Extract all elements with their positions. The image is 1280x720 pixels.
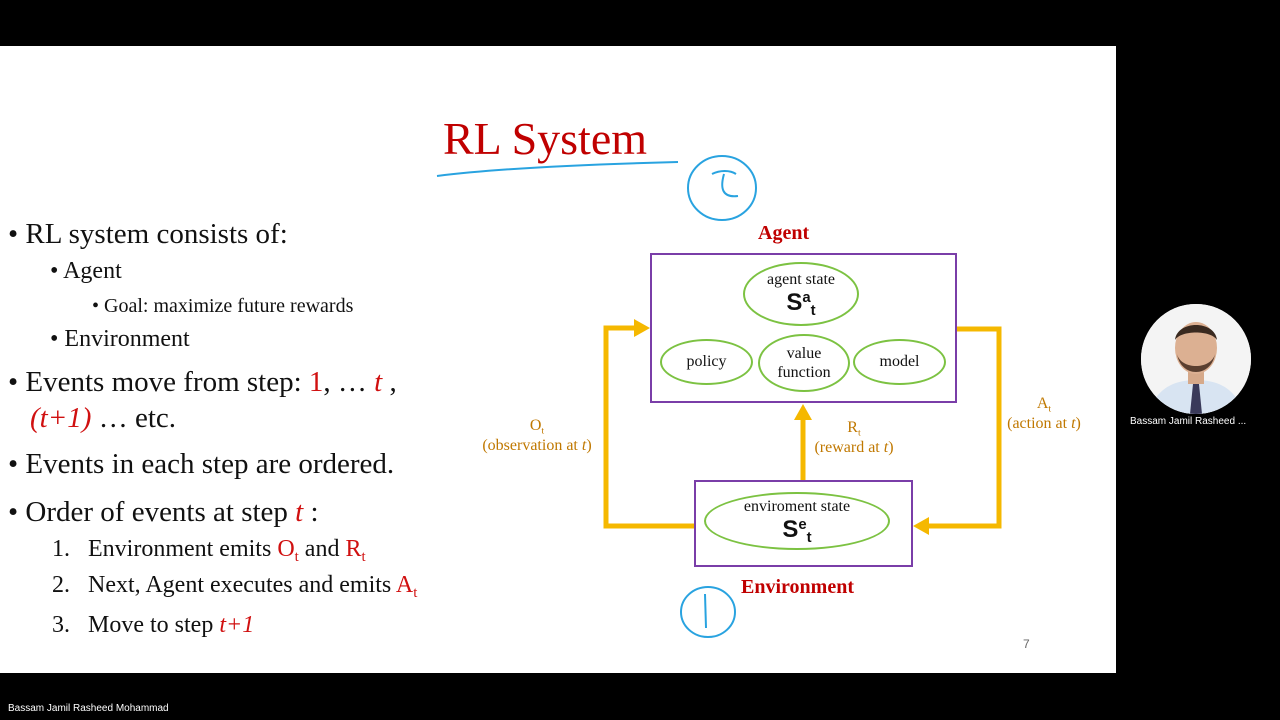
bottom-presenter-name: Bassam Jamil Rasheed Mohammad (8, 703, 169, 714)
policy-oval: policy (660, 339, 753, 385)
reward-label: Rt (reward at t) (814, 419, 894, 456)
agent-heading: Agent (758, 222, 810, 244)
arrow-observation (603, 325, 694, 529)
ink-t-mark (711, 170, 739, 198)
ink-circle-top (687, 155, 757, 221)
presenter-video-tile[interactable] (1141, 304, 1251, 414)
arrow-observation-head (634, 319, 650, 337)
observation-label: Ot (observation at t) (482, 417, 592, 454)
agent-state-oval: agent state Sat (743, 262, 859, 326)
environment-state-symbol: Set (782, 516, 812, 547)
title-underline-ink (436, 161, 679, 177)
bullet-order-of-events: • Order of events at step t : (8, 496, 319, 528)
arrow-reward-head (794, 404, 812, 420)
model-oval: model (853, 339, 946, 385)
presenter-avatar (1141, 304, 1251, 414)
environment-box (694, 480, 913, 567)
bullet-events-ordered: • Events in each step are ordered. (8, 448, 395, 480)
bullet-rl-system: • RL system consists of: (8, 218, 288, 250)
agent-state-symbol: Sat (786, 289, 816, 320)
slide-page-number: 7 (1023, 637, 1030, 651)
bullet-environment: • Environment (50, 326, 190, 352)
action-label: At (action at t) (1007, 395, 1081, 432)
shared-slide: RL System • RL system consists of: • Age… (0, 46, 1116, 673)
step-2: 2. Next, Agent executes and emits At (52, 572, 418, 602)
ink-circle-bottom (680, 586, 736, 638)
bullet-events-move-cont: (t+1) … etc. (30, 402, 177, 434)
environment-state-oval: enviroment state Set (704, 492, 890, 550)
slide-title: RL System (443, 113, 648, 164)
environment-heading: Environment (741, 576, 854, 598)
step-3: 3. Move to step t+1 (52, 612, 255, 638)
bullet-agent: • Agent (50, 258, 122, 284)
agent-box (650, 253, 957, 403)
bullet-goal: • Goal: maximize future rewards (92, 295, 354, 317)
ink-annotations (436, 155, 1002, 638)
presenter-tile-name: Bassam Jamil Rasheed ... (1130, 416, 1247, 427)
arrow-action (925, 326, 1002, 529)
bullet-events-move: • Events move from step: 1, … t , (8, 366, 397, 398)
arrow-action-head (913, 517, 929, 535)
step-1: 1. Environment emits Ot and Rt (52, 536, 366, 566)
ink-one-mark (704, 593, 707, 629)
